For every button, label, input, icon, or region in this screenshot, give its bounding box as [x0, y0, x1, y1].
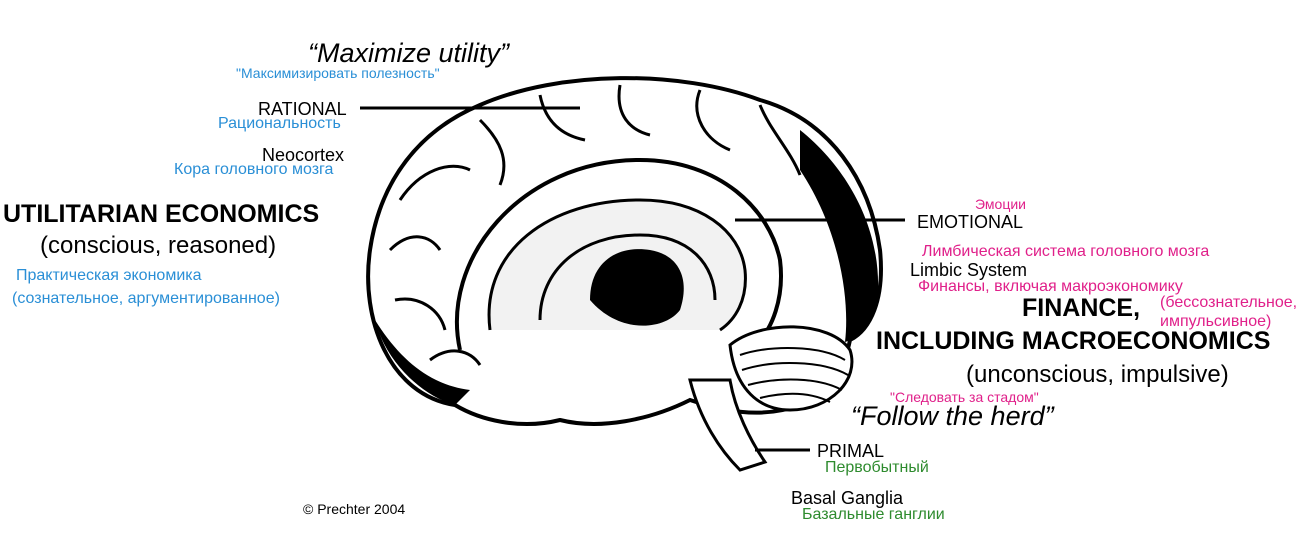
cingulate-gyrus: [454, 157, 783, 351]
rational-label-ru: Рациональность: [218, 115, 341, 132]
pointer-lines: [360, 106, 905, 452]
copyright: © Prechter 2004: [303, 501, 406, 517]
finance-subtitle-ru-2: импульсивное): [1160, 313, 1272, 330]
rational-quote: “Maximize utility”: [308, 38, 510, 68]
finance-subtitle: (unconscious, impulsive): [966, 361, 1229, 388]
cerebellum: [728, 325, 854, 412]
basal-ganglia-label: Basal Ganglia: [791, 488, 904, 508]
finance-subtitle-ru-1: (бессознательное,: [1160, 294, 1298, 311]
primal-label: PRIMAL: [817, 441, 885, 461]
rational-label: RATIONAL: [258, 99, 347, 119]
basal-ganglia-label-ru: Базальные ганглии: [802, 506, 945, 523]
utilitarian-subtitle-ru: (сознательное, аргументированное): [12, 290, 280, 307]
inner-arc: [538, 233, 717, 321]
neocortex-label-ru: Кора головного мозга: [174, 161, 334, 178]
frontal-shading: [375, 320, 470, 405]
brainstem: [688, 378, 768, 472]
rational-quote-ru: "Максимизировать полезность": [236, 65, 440, 81]
emotional-label: EMOTIONAL: [917, 212, 1024, 232]
utilitarian-title-ru: Практическая экономика: [16, 267, 202, 284]
utilitarian-subtitle: (conscious, reasoned): [40, 232, 277, 259]
finance-title-line2: INCLUDING MACROECONOMICS: [876, 327, 1271, 355]
herd-quote: “Follow the herd”: [851, 401, 1054, 431]
gyri-lines: [388, 84, 802, 366]
herd-quote-ru: "Следовать за стадом": [890, 389, 1039, 405]
finance-title-ru: Финансы, включая макроэкономику: [918, 278, 1183, 295]
limbic-label: Limbic System: [910, 260, 1028, 280]
emotional-label-ru: Эмоции: [975, 196, 1026, 212]
utilitarian-title: UTILITARIAN ECONOMICS: [3, 200, 320, 228]
limbic-label-ru: Лимбическая система головного мозга: [922, 243, 1210, 260]
primal-label-ru: Первобытный: [825, 459, 929, 476]
occipital-shading: [800, 130, 879, 342]
cerebellum-folia: [739, 347, 849, 403]
finance-title-line1: FINANCE,: [1022, 294, 1141, 322]
neocortex-label: Neocortex: [262, 145, 345, 165]
thalamus-dark: [590, 249, 684, 326]
